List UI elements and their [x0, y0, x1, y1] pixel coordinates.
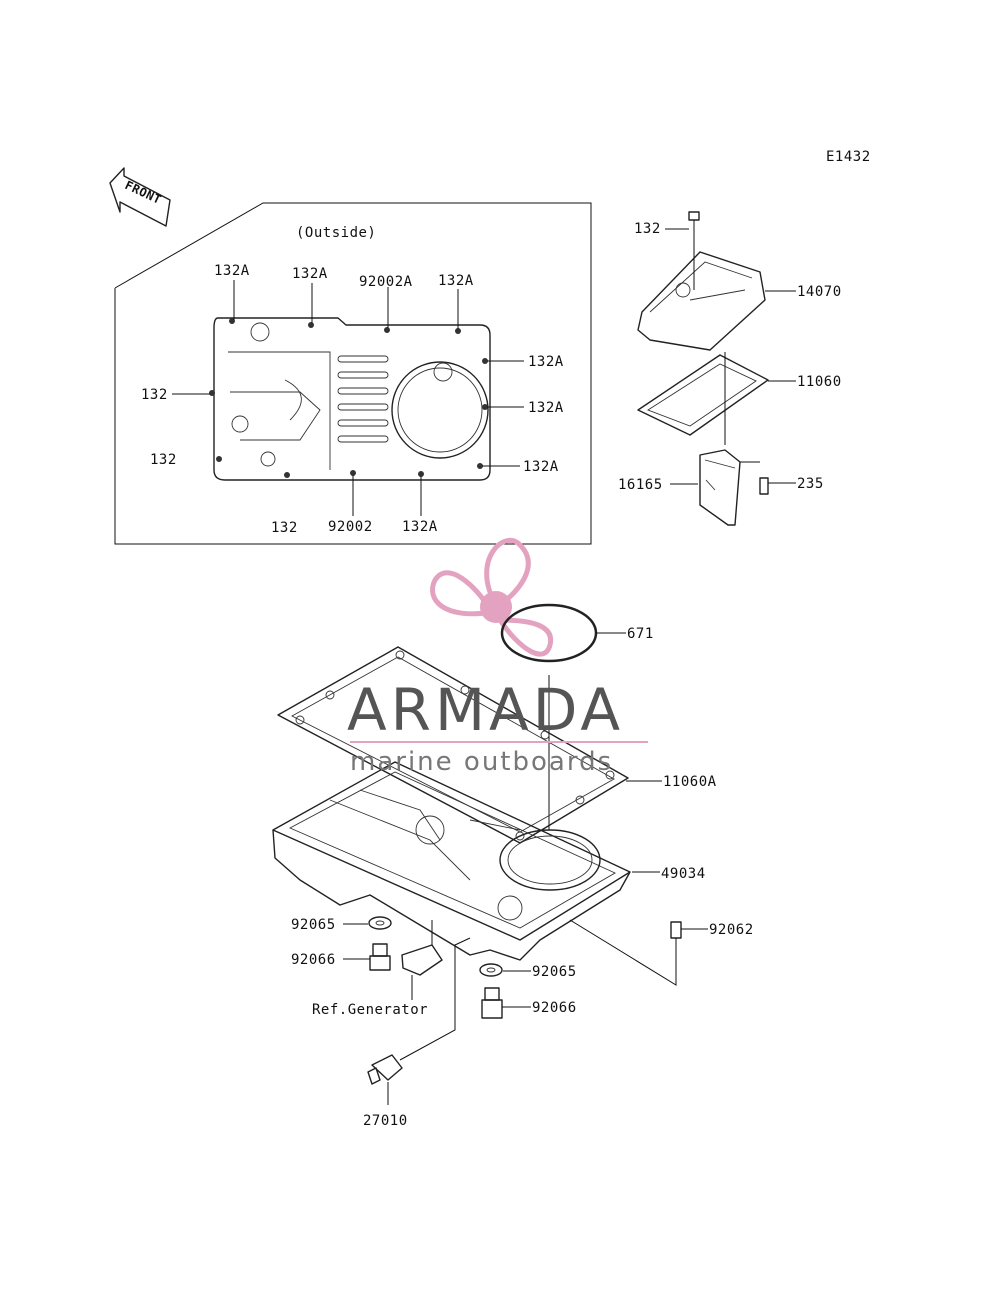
oil-pressure-switch	[367, 937, 471, 1105]
cover-assembly	[637, 211, 796, 526]
label-235: 235	[797, 476, 824, 492]
label-92062: 92062	[709, 922, 754, 938]
label-16165: 16165	[618, 477, 663, 493]
label-92002A: 92002A	[359, 274, 413, 290]
front-label: FRONT	[123, 178, 164, 207]
inset-cover-plate	[209, 317, 491, 481]
small-parts-left	[343, 916, 443, 1000]
label-132A-1: 132A	[214, 263, 250, 279]
outside-label: (Outside)	[296, 225, 376, 241]
label-132-left: 132	[141, 387, 168, 403]
label-11060: 11060	[797, 374, 842, 390]
inset-leaders	[172, 280, 524, 516]
watermark-brand: ARMADA	[347, 676, 624, 744]
label-92066-left: 92066	[291, 952, 336, 968]
label-132A-bottom: 132A	[402, 519, 438, 535]
label-132A-r3: 132A	[523, 459, 559, 475]
o-ring-671	[500, 603, 626, 830]
label-92065-left: 92065	[291, 917, 336, 933]
label-92065-right: 92065	[532, 964, 577, 980]
label-49034: 49034	[661, 866, 706, 882]
label-132-bottom: 132	[271, 520, 298, 536]
inset-box	[114, 202, 592, 545]
label-ref-generator: Ref.Generator	[312, 1002, 428, 1018]
oil-pan-gasket	[277, 646, 662, 844]
diagram-code: E1432	[826, 149, 871, 165]
label-cover-132: 132	[634, 221, 661, 237]
label-92002: 92002	[328, 519, 373, 535]
label-132-left2: 132	[150, 452, 177, 468]
label-132A-r2: 132A	[528, 400, 564, 416]
label-27010: 27010	[363, 1113, 408, 1129]
label-14070: 14070	[797, 284, 842, 300]
label-671: 671	[627, 626, 654, 642]
label-132A-r1: 132A	[528, 354, 564, 370]
armada-logo-icon	[430, 537, 554, 657]
label-132A-3: 132A	[438, 273, 474, 289]
label-11060A: 11060A	[663, 774, 717, 790]
label-132A-2: 132A	[292, 266, 328, 282]
small-parts-right	[479, 919, 708, 1019]
oil-pan	[272, 761, 660, 961]
watermark-tagline: marine outboards	[350, 747, 613, 777]
label-92066-right: 92066	[532, 1000, 577, 1016]
front-arrow-icon: FRONT	[109, 167, 171, 227]
